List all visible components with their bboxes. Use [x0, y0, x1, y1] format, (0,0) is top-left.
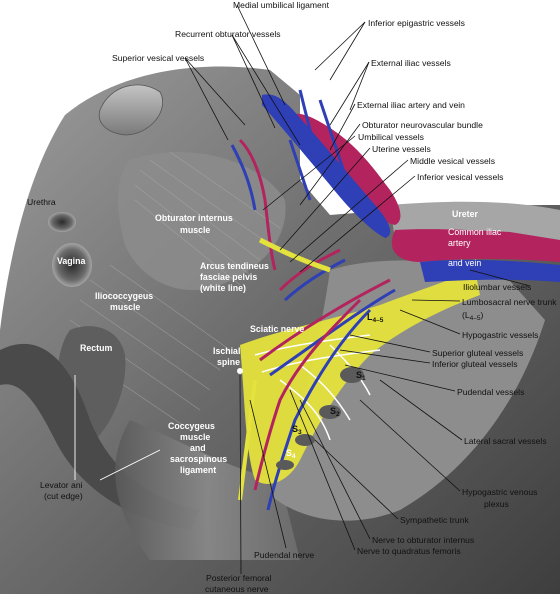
label-s1: S1 — [356, 370, 366, 382]
label-ischial-spine-2: spine — [217, 357, 240, 367]
label-and-vein: and vein — [448, 258, 481, 268]
common-iliac-artery — [391, 229, 560, 262]
label-superior-vesical-vessels: Superior vesical vessels — [112, 53, 204, 63]
label-l45: L4–5 — [367, 312, 384, 324]
urethra-ring — [48, 212, 76, 232]
label-vagina: Vagina — [57, 256, 85, 266]
label-rectum: Rectum — [80, 343, 112, 353]
label-external-iliac-artery-vein: External iliac artery and vein — [357, 100, 465, 110]
label-coccygeus-2: muscle — [180, 432, 210, 442]
label-arcus-2: fasciae pelvis — [200, 272, 257, 282]
obturator-nerve — [258, 237, 331, 273]
label-inferior-epigastric-vessels: Inferior epigastric vessels — [368, 18, 465, 28]
label-levator-ani-2: (cut edge) — [44, 491, 83, 501]
label-hypogastric-vessels: Hypogastric vessels — [462, 330, 538, 340]
vertebral-labels: L4–5 S1 S2 S3 S4 — [286, 312, 384, 460]
label-lumbosacral-trunk-level: (L4–5) — [462, 310, 484, 322]
label-iliococcygeus-1: Iliococcygeus — [95, 291, 153, 301]
label-superior-gluteal-vessels: Superior gluteal vessels — [432, 348, 523, 358]
pubic-bone — [98, 84, 163, 136]
pelvic-floor-lower — [115, 420, 300, 560]
label-external-iliac-vessels: External iliac vessels — [371, 58, 451, 68]
label-coccygeus-5: ligament — [180, 465, 216, 475]
label-umbilical-vessels: Umbilical vessels — [358, 132, 424, 142]
label-hypogastric-venous-plexus-2: plexus — [484, 499, 509, 509]
small-vessels — [230, 89, 396, 511]
label-inferior-vesical-vessels: Inferior vesical vessels — [417, 172, 503, 182]
label-uterine-vessels: Uterine vessels — [372, 144, 431, 154]
label-lumbosacral-trunk: Lumbosacral nerve trunk — [462, 297, 557, 307]
label-obturator-neurovascular-bundle: Obturator neurovascular bundle — [362, 120, 483, 130]
ischial-spine-mark — [237, 368, 243, 374]
label-inferior-gluteal-vessels: Inferior gluteal vessels — [432, 359, 518, 369]
label-posterior-femoral-1: Posterior femoral — [206, 573, 272, 583]
label-posterior-femoral-2: cutaneous nerve — [205, 584, 269, 594]
label-s3: S3 — [292, 424, 302, 436]
label-obturator-internus-2: muscle — [180, 225, 210, 235]
label-middle-vesical-vessels: Middle vesical vessels — [410, 156, 495, 166]
label-ureter: Ureter — [452, 209, 478, 219]
sacral-foramina — [276, 367, 364, 470]
label-coccygeus-1: Coccygeus — [168, 421, 215, 431]
label-iliococcygeus-2: muscle — [110, 302, 140, 312]
label-common-iliac-2: artery — [448, 238, 471, 248]
obturator-internus-area — [118, 152, 286, 291]
label-pudendal-nerve: Pudendal nerve — [254, 550, 314, 560]
label-s2: S2 — [330, 406, 340, 418]
label-coccygeus-4: sacrospinous — [170, 454, 227, 464]
leader-lines — [74, 4, 531, 575]
label-nerve-quadratus-femoris: Nerve to quadratus femoris — [357, 546, 461, 556]
label-levator-ani-1: Levator ani — [40, 480, 83, 490]
label-hypogastric-venous-plexus-1: Hypogastric venous — [462, 487, 537, 497]
levator-ani-band — [0, 343, 200, 530]
label-recurrent-obturator-vessels: Recurrent obturator vessels — [175, 29, 281, 39]
vagina-ring — [52, 243, 92, 287]
common-iliac-vein — [420, 259, 560, 282]
label-medial-umbilical-ligament: Medial umbilical ligament — [233, 0, 330, 10]
sacral-plexus — [240, 270, 480, 484]
label-urethra: Urethra — [27, 197, 56, 207]
label-sympathetic-trunk: Sympathetic trunk — [400, 515, 469, 525]
label-coccygeus-3: and — [190, 443, 206, 453]
sciatic-nerve-shape — [238, 379, 257, 501]
label-arcus-1: Arcus tendineus — [200, 261, 269, 271]
inside-labels: Ureter Common iliac artery and vein Obtu… — [57, 209, 502, 475]
label-arcus-3: (white line) — [200, 283, 246, 293]
label-iliolumbar-vessels: Iliolumbar vessels — [463, 282, 531, 292]
label-pudendal-vessels: Pudendal vessels — [457, 387, 524, 397]
anatomy-drawing — [0, 66, 560, 594]
label-obturator-internus-1: Obturator internus — [155, 213, 233, 223]
outside-labels: Medial umbilical ligament Recurrent obtu… — [27, 0, 557, 594]
external-iliac-vein — [262, 94, 391, 238]
label-common-iliac-1: Common iliac — [448, 227, 502, 237]
label-s4: S4 — [286, 448, 296, 460]
label-lateral-sacral-vessels: Lateral sacral vessels — [464, 436, 547, 446]
label-sciatic-nerve: Sciatic nerve — [250, 324, 304, 334]
label-ischial-spine-1: Ischial — [213, 346, 240, 356]
label-nerve-obturator-internus: Nerve to obturator internus — [372, 535, 474, 545]
